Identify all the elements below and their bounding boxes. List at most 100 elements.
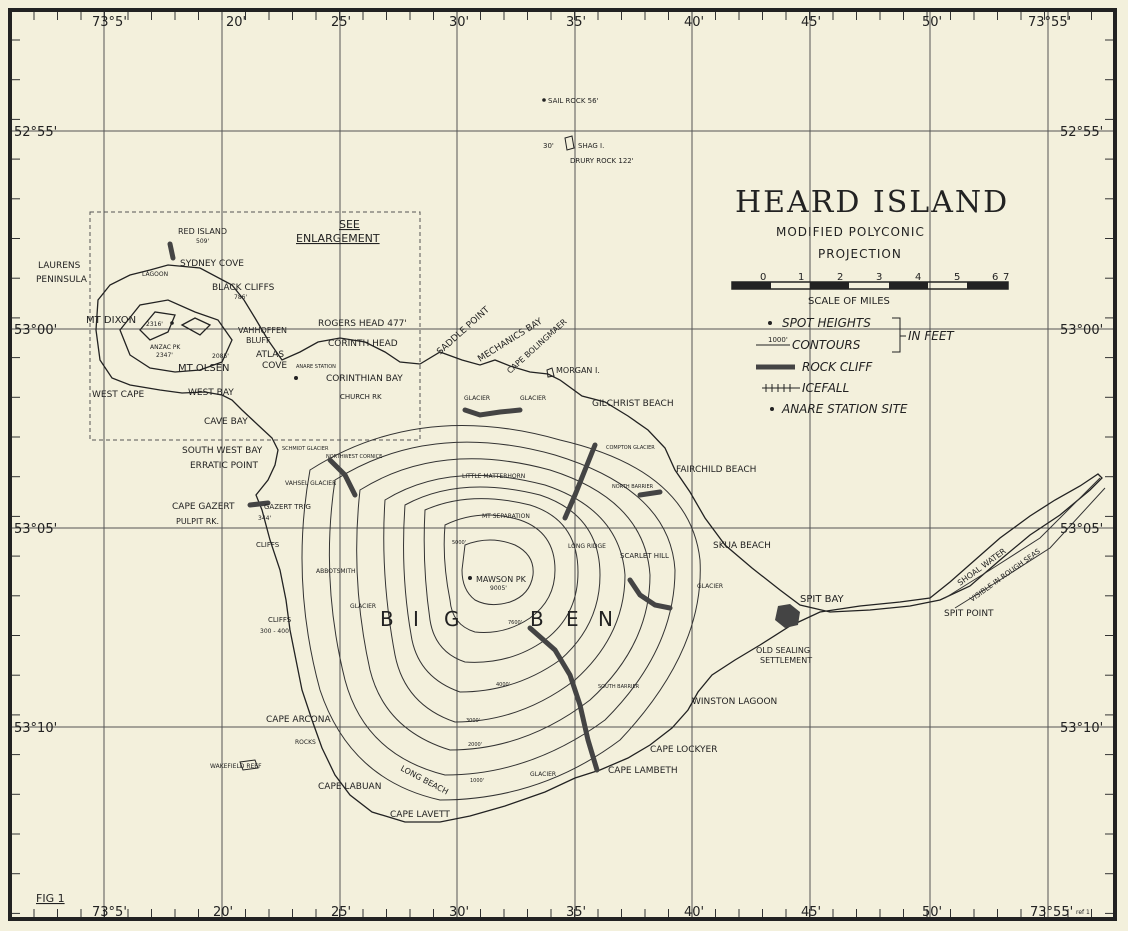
- place-label: SETTLEMENT: [760, 656, 812, 665]
- place-label: SADDLE POINT: [435, 305, 492, 358]
- lat-left-label: 53°00': [14, 323, 57, 338]
- scale-tick-label: 2: [837, 272, 843, 283]
- scale-bar-frame: [731, 281, 1009, 290]
- place-label: GLACIER: [350, 603, 376, 610]
- place-label: WAKEFIELD REEF: [210, 763, 262, 770]
- place-label: SPIT BAY: [800, 594, 845, 605]
- edge-ticks: [12, 12, 1113, 917]
- contour-label: 2000': [468, 742, 482, 748]
- place-label: 344': [258, 515, 271, 522]
- rock-cliff: [637, 489, 663, 498]
- legend-contour-sample: 1000': [768, 336, 788, 344]
- corner-note: ref 1: [1076, 909, 1090, 916]
- scale-tick-label: 7: [1003, 272, 1009, 283]
- place-label: LAGOON: [142, 271, 168, 278]
- place-label: GAZERT TRIG: [264, 503, 311, 511]
- map-subtitle: PROJECTION: [818, 247, 902, 261]
- place-label: CAPE ARCONA: [266, 715, 331, 725]
- contour-label: 1000': [470, 778, 484, 784]
- lon-top-label: 25': [331, 15, 351, 30]
- legend-item: ANARE STATION SITE: [781, 402, 908, 416]
- coastline: [95, 264, 1103, 823]
- lon-top-label: 40': [684, 15, 704, 30]
- place-label: WEST CAPE: [92, 390, 145, 400]
- place-label: ANZAC PK: [150, 344, 181, 351]
- place-label: SCHMIDT GLACIER: [282, 446, 329, 452]
- place-label: ATLAS: [256, 350, 284, 360]
- place-label: CAPE LOCKYER: [650, 745, 718, 755]
- place-label: CAPE LAMBETH: [608, 766, 678, 776]
- place-label: SOUTH WEST BAY: [182, 446, 263, 456]
- lagoon: [775, 604, 800, 628]
- place-label: GILCHRIST BEACH: [592, 399, 674, 409]
- contour-labels: 1000' 2000' 3000' 4000' 5000' 7600': [452, 540, 522, 784]
- latitude-labels: 52°55' 53°00' 53°05' 53°10' 52°55' 53°00…: [14, 125, 1103, 736]
- place-label: 2347': [156, 352, 173, 359]
- place-label: COMPTON GLACIER: [606, 445, 655, 451]
- contour-label: 7600': [508, 620, 522, 626]
- anare-station-marker: [294, 376, 298, 380]
- contour-line: [328, 441, 676, 776]
- scale-tick-label: 5: [954, 272, 960, 283]
- spot-heights: [170, 98, 546, 580]
- contour-label: 4000': [496, 682, 510, 688]
- scale-bar-segment: [967, 282, 1008, 289]
- rock-cliff: [327, 457, 358, 498]
- lon-bottom-label: 45': [801, 905, 821, 920]
- place-label: LONG RIDGE: [568, 543, 606, 550]
- lon-top-label: 50': [922, 15, 942, 30]
- legend-station-symbol: [770, 407, 774, 411]
- lon-bottom-label: 40': [684, 905, 704, 920]
- place-label: DRURY ROCK 122': [570, 157, 634, 165]
- graticule: [12, 12, 1113, 917]
- place-label: OLD SEALING: [756, 646, 810, 655]
- place-label: GLACIER: [520, 395, 546, 402]
- map-title: HEARD ISLAND: [735, 185, 1009, 220]
- legend-item: ICEFALL: [802, 381, 849, 395]
- inner-peninsula-contour: [180, 317, 212, 336]
- place-label: 300 - 400': [260, 628, 291, 635]
- place-label: VAHSEL GLACIER: [285, 480, 336, 487]
- rock-cliff: [527, 625, 600, 773]
- scale-tick-label: 0: [760, 272, 766, 283]
- lon-top-label: 45': [801, 15, 821, 30]
- morgan-island: [546, 367, 555, 378]
- contour-label: 5000': [452, 540, 466, 546]
- spot-height-marker: [542, 98, 546, 102]
- rock-cliff: [462, 407, 523, 418]
- place-label: 2316': [146, 321, 163, 328]
- legend-item: ROCK CLIFF: [802, 360, 873, 374]
- place-label: COVE: [262, 361, 287, 371]
- scale-tick-label: 4: [915, 272, 921, 283]
- place-label: CAPE GAZERT: [172, 502, 235, 512]
- lat-right-label: 53°00': [1060, 323, 1103, 338]
- contour-line: [383, 474, 626, 723]
- mawson-peak-height: 9005': [490, 585, 507, 592]
- big-ben-letter: B: [530, 607, 544, 631]
- lat-left-label: 53°10': [14, 721, 57, 736]
- place-label: NORTH BARRIER: [612, 484, 654, 490]
- map-border: [8, 8, 1117, 921]
- place-label: WINSTON LAGOON: [692, 697, 777, 707]
- place-label: SKUA BEACH: [713, 541, 771, 551]
- place-label: CAVE BAY: [204, 417, 248, 427]
- lon-top-label: 30': [449, 15, 469, 30]
- place-label: CHURCH RK: [340, 393, 382, 401]
- lon-bottom-label: 73°55': [1030, 905, 1073, 920]
- place-label: CLIFFS: [256, 541, 280, 549]
- mawson-peak-label: MAWSON PK: [476, 575, 527, 584]
- place-label: FAIRCHILD BEACH: [676, 465, 756, 475]
- lon-bottom-label: 35': [566, 905, 586, 920]
- scale-bar-segment: [889, 282, 928, 289]
- rock-cliff: [562, 442, 598, 521]
- place-label: MT DIXON: [86, 315, 136, 326]
- lon-bottom-label: 20': [213, 905, 233, 920]
- shag-island: [564, 135, 575, 151]
- place-label: CAPE LABUAN: [318, 782, 381, 792]
- place-label: ROCKS: [295, 739, 316, 746]
- contour-line: [461, 539, 534, 606]
- legend-unit: IN FEET: [908, 329, 955, 343]
- place-label: RED ISLAND: [178, 227, 227, 236]
- place-label: BLACK CLIFFS: [212, 283, 275, 293]
- spot-height-marker: [468, 576, 472, 580]
